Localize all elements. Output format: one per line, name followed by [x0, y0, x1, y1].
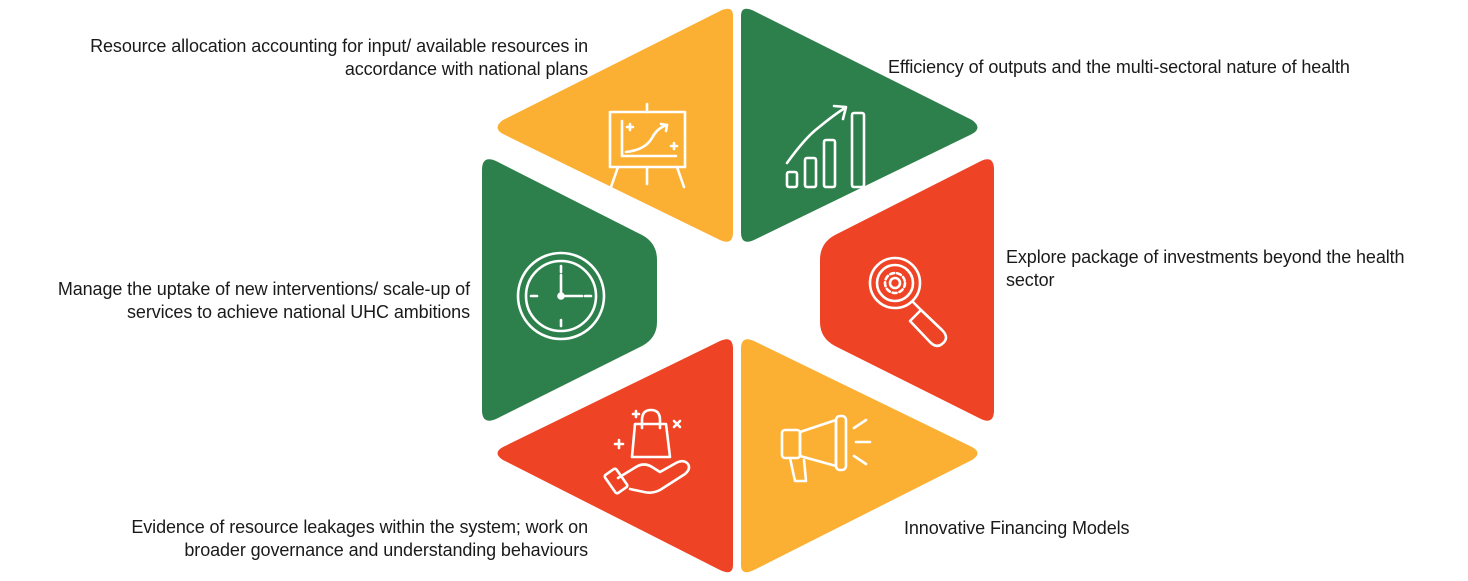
presentation-board-chart-icon: [608, 102, 687, 189]
hand-shopping-bag-icon: [603, 408, 691, 495]
label-resource-leakages: Evidence of resource leakages within the…: [20, 516, 588, 562]
label-innovative-financing: Innovative Financing Models: [904, 517, 1304, 540]
label-resource-allocation: Resource allocation accounting for input…: [20, 35, 588, 81]
label-line: Manage the uptake of new interventions/ …: [57, 279, 470, 299]
label-line: accordance with national plans: [344, 59, 588, 79]
label-line: Efficiency of outputs and the multi-sect…: [888, 57, 1350, 77]
label-line: sector: [1006, 270, 1055, 290]
label-line: Innovative Financing Models: [904, 518, 1130, 538]
label-line: broader governance and understanding beh…: [184, 540, 588, 560]
clock-icon: [516, 251, 606, 341]
segment-top-right: [741, 8, 978, 242]
label-line: Explore package of investments beyond th…: [1006, 247, 1405, 267]
growth-bar-chart-icon: [785, 104, 866, 189]
segment-bottom-right: [741, 339, 978, 573]
label-explore-package: Explore package of investments beyond th…: [1006, 246, 1456, 292]
label-line: services to achieve national UHC ambitio…: [127, 302, 470, 322]
segment-right: [820, 159, 994, 421]
segment-top-left: [497, 8, 733, 242]
label-efficiency-of-outputs: Efficiency of outputs and the multi-sect…: [888, 56, 1448, 79]
label-line: Evidence of resource leakages within the…: [131, 517, 588, 537]
label-manage-uptake: Manage the uptake of new interventions/ …: [0, 278, 470, 324]
segment-left: [482, 159, 657, 421]
magnifier-gear-icon: [868, 256, 948, 348]
label-line: Resource allocation accounting for input…: [90, 36, 588, 56]
megaphone-icon: [780, 414, 872, 483]
segment-bottom-left: [497, 339, 733, 573]
